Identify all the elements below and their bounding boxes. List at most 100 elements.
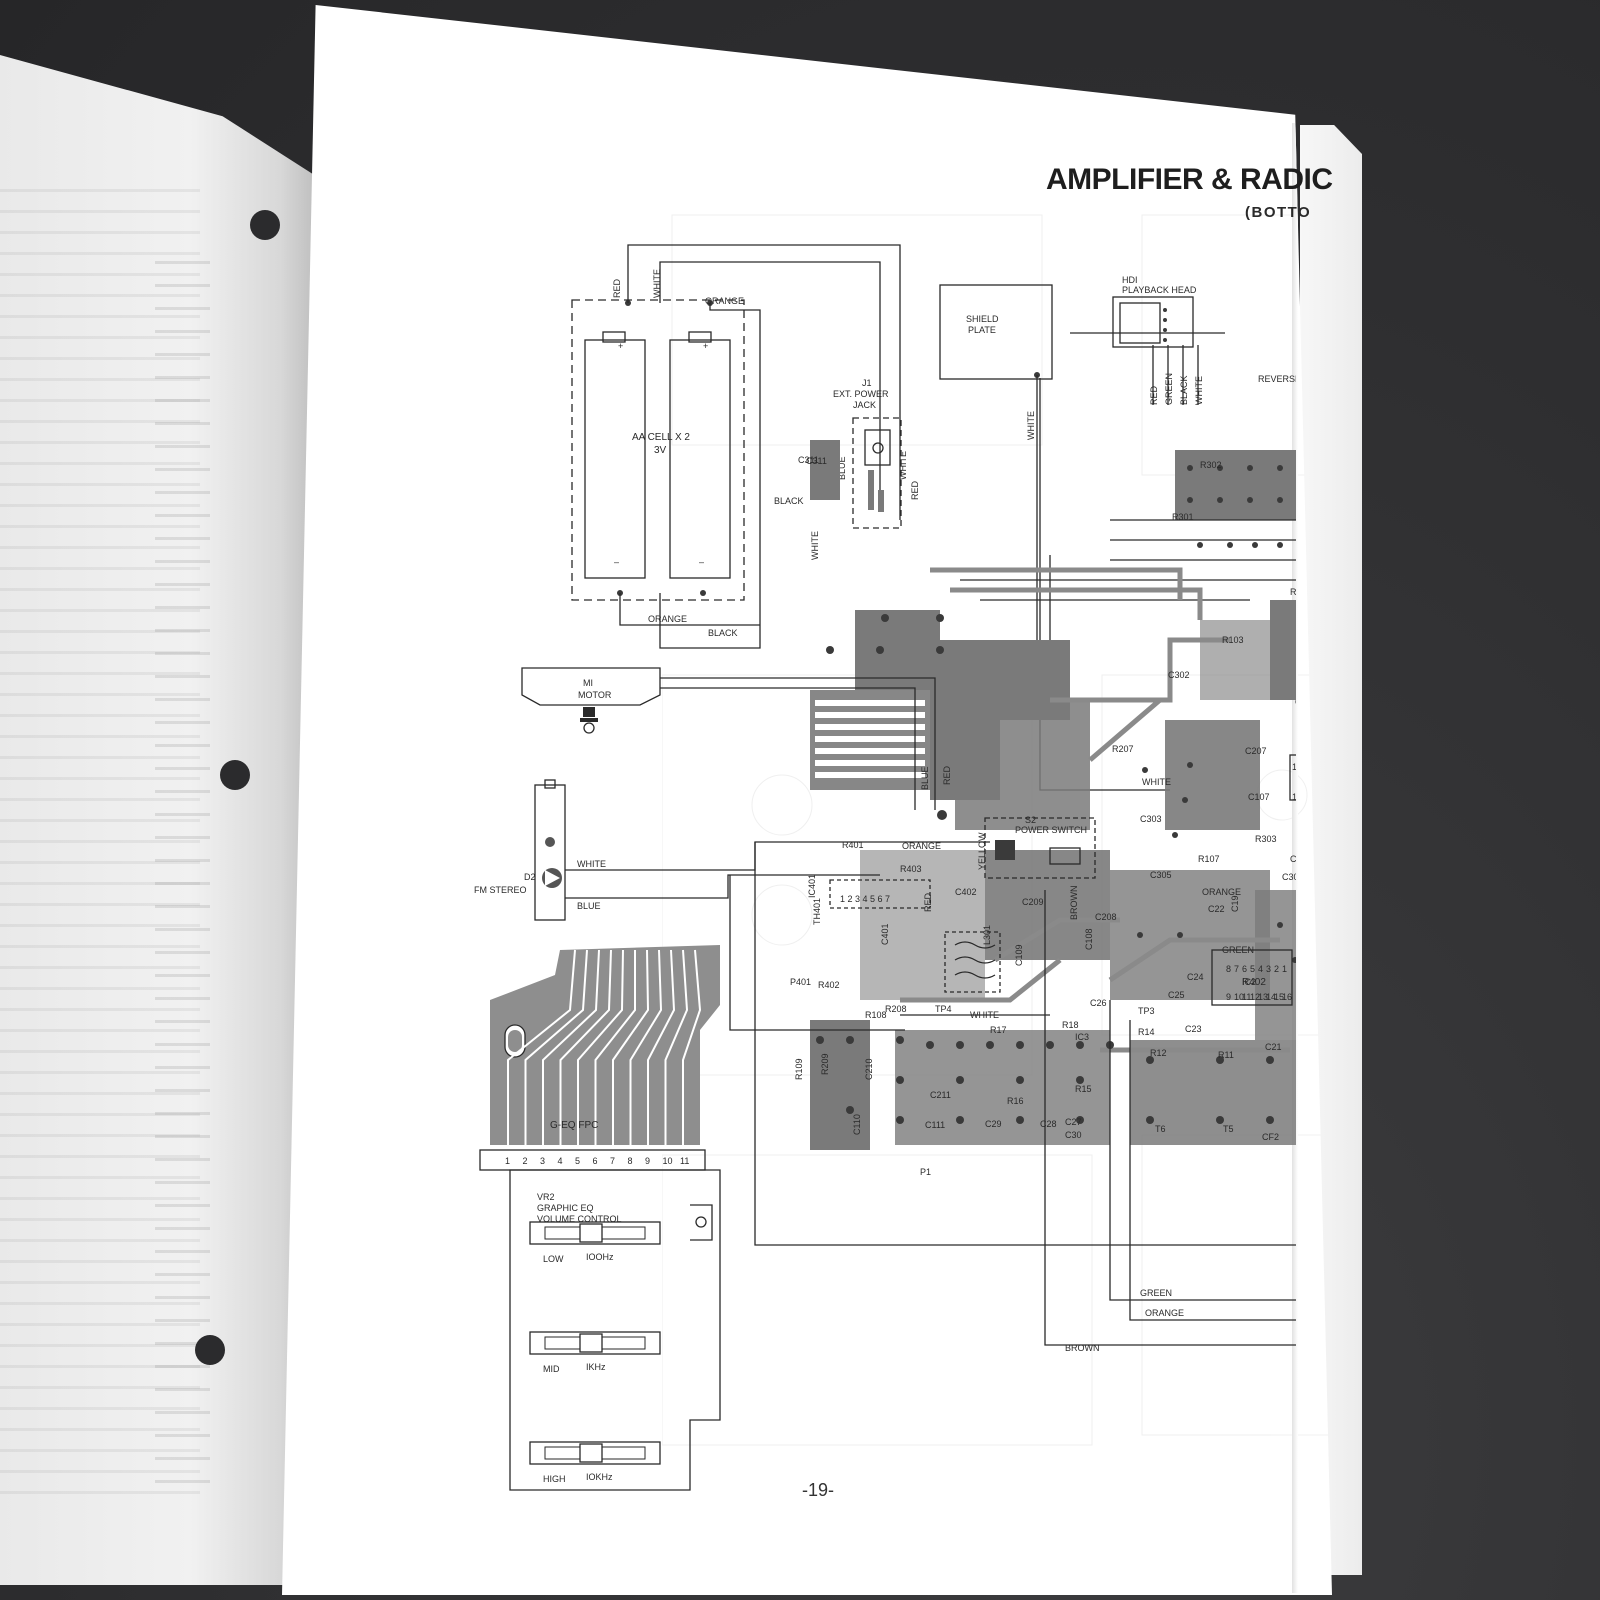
ic301 bbox=[1289, 754, 1296, 801]
component-label: R302 bbox=[1200, 460, 1222, 470]
vr2-label-2: GRAPHIC EQ bbox=[537, 1203, 594, 1213]
component-label: C22 bbox=[1208, 904, 1225, 914]
component-label: P1 bbox=[920, 1167, 931, 1177]
bottom-wire-green: GREEN bbox=[1140, 1288, 1172, 1298]
fm-wire-blue: BLUE bbox=[577, 901, 601, 911]
power-switch-label-2: POWER SWITCH bbox=[1015, 825, 1087, 835]
sw-wire-yellow: YELLOW bbox=[977, 832, 987, 870]
component-label: C206 bbox=[1295, 697, 1317, 707]
component-label: R301 bbox=[1172, 512, 1194, 522]
component-label: R16 bbox=[1007, 1096, 1024, 1106]
eq-slider-track bbox=[529, 1441, 661, 1465]
wire-label-white: WHITE bbox=[652, 269, 662, 298]
head-label-1: HDI bbox=[1122, 275, 1138, 285]
fm-wire-white: WHITE bbox=[577, 859, 606, 869]
component-label: C208 bbox=[1095, 912, 1117, 922]
fm-label-2: FM STEREO bbox=[474, 885, 527, 895]
component-label: R107 bbox=[1198, 854, 1220, 864]
ic301-pin-top: 12 bbox=[1292, 762, 1302, 772]
jack-wire-white: WHITE bbox=[898, 451, 908, 480]
fpc-trace bbox=[594, 950, 636, 1150]
ic2-pin-top: 1 bbox=[1282, 964, 1287, 974]
head-wire-green: GREEN bbox=[1164, 373, 1174, 405]
c311-label: C311 bbox=[806, 456, 827, 466]
punch-hole-middle bbox=[220, 760, 250, 790]
ic2-pin-bottom: 15 bbox=[1274, 992, 1284, 1002]
wire-label-white-r207: WHITE bbox=[1142, 777, 1171, 787]
ic301-pin-top: 9 bbox=[1322, 762, 1327, 772]
fpc-pin-number: 7 bbox=[610, 1156, 615, 1166]
left-page-column-bleed bbox=[155, 245, 210, 1495]
ic2-pin-top: 4 bbox=[1258, 964, 1263, 974]
ic2-pin-bottom: 10 bbox=[1234, 992, 1244, 1002]
ic301-pin-top: 10 bbox=[1312, 762, 1322, 772]
reverse-label: REVERSE bbox=[1258, 374, 1301, 384]
component-label: R401 bbox=[842, 840, 864, 850]
component-label: R18 bbox=[1062, 1020, 1079, 1030]
wire-label-orange-3: ORANGE bbox=[902, 841, 941, 851]
ic401: 1 2 3 4 5 6 7 bbox=[829, 879, 931, 909]
punch-hole-top bbox=[250, 210, 280, 240]
ic2-pin-top: 2 bbox=[1274, 964, 1279, 974]
shield-label-1: SHIELD bbox=[966, 314, 999, 324]
ic2: R402 bbox=[1211, 949, 1293, 1006]
battery-holder: + + – – AA CELL X 2 3V bbox=[571, 299, 745, 601]
battery-plus-2: + bbox=[703, 341, 708, 351]
component-label: C19 bbox=[1230, 895, 1240, 912]
component-label: C18 bbox=[1305, 930, 1322, 940]
page-edge bbox=[1292, 123, 1298, 1593]
eq-freq-label: IOOHz bbox=[586, 1252, 614, 1262]
fpc-pin-number: 4 bbox=[558, 1156, 563, 1166]
component-label: C207 bbox=[1245, 746, 1267, 756]
wire-label-red-4: RED bbox=[923, 892, 933, 912]
component-label: C108 bbox=[1084, 928, 1094, 950]
component-label: R11 bbox=[1218, 1050, 1234, 1060]
solder-pads bbox=[816, 465, 1296, 1124]
component-label: R303 bbox=[1255, 834, 1277, 844]
ic301-pin-bottom: 13 bbox=[1292, 792, 1302, 802]
component-label: C28 bbox=[1040, 1119, 1057, 1129]
eq-slider-knob bbox=[579, 1443, 603, 1463]
ic2-pin-bottom: 11 bbox=[1242, 992, 1251, 1002]
fpc-trace bbox=[524, 949, 588, 1150]
fpc-trace bbox=[612, 949, 650, 1150]
component-label: TP4 bbox=[935, 1004, 952, 1014]
component-label: IC301 bbox=[1310, 762, 1334, 772]
fpc-pin-number: 3 bbox=[540, 1156, 545, 1166]
component-label: C209 bbox=[1022, 897, 1044, 907]
fpc-pin-number: 5 bbox=[575, 1156, 580, 1166]
wire-label-white-2: WHITE bbox=[1026, 411, 1036, 440]
eq-slider-track bbox=[529, 1331, 661, 1355]
component-label: T6 bbox=[1155, 1124, 1166, 1134]
head-wire-red: RED bbox=[1149, 385, 1159, 405]
ic2-pin-bottom: 16 bbox=[1282, 992, 1292, 1002]
jack-wire-black: BLACK bbox=[774, 496, 804, 506]
component-label: C20 bbox=[1315, 997, 1332, 1007]
svg-text:1 2 3 4 5 6 7: 1 2 3 4 5 6 7 bbox=[840, 894, 890, 904]
head-label-2: PLAYBACK HEAD bbox=[1122, 285, 1197, 295]
fm-label-1: D2 bbox=[524, 872, 536, 882]
motor-label-2: MOTOR bbox=[578, 690, 612, 700]
component-label: R102 bbox=[1290, 587, 1312, 597]
document-subtitle: (BOTTO bbox=[1245, 204, 1312, 221]
head-wire-black: BLACK bbox=[1179, 375, 1189, 405]
wire-label-orange-4: ORANGE bbox=[1202, 887, 1241, 897]
vr2-label-3: VOLUME CONTROL bbox=[537, 1214, 622, 1224]
jack-label-1: J1 bbox=[862, 378, 872, 388]
ic301-pin-top: 11 bbox=[1302, 762, 1311, 772]
component-label: P401 bbox=[790, 977, 811, 987]
motor-label-1: MI bbox=[583, 678, 593, 688]
vr2-label-1: VR2 bbox=[537, 1192, 555, 1202]
fpc-label: G-EQ FPC bbox=[550, 1120, 598, 1131]
ic2-label: R402 bbox=[1242, 977, 1266, 988]
fpc-trace bbox=[664, 949, 689, 1150]
jack-wire-red: RED bbox=[910, 480, 920, 500]
component-label: R17 bbox=[990, 1025, 1007, 1035]
ic2-pin-top: 3 bbox=[1266, 964, 1271, 974]
ic2-pin-top: 7 bbox=[1234, 964, 1239, 974]
component-label: R403 bbox=[900, 864, 922, 874]
